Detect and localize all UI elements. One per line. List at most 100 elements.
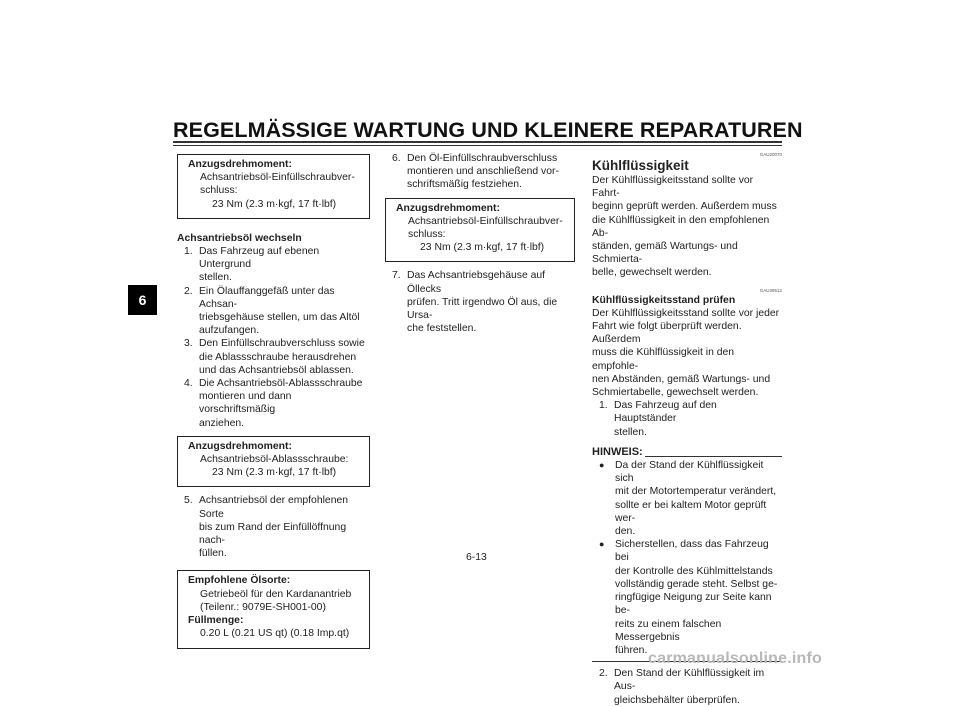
header-rule-top xyxy=(173,141,782,143)
torque-box-fill-screw-2: Anzugsdrehmoment: Achsantriebsöl-Einfüll… xyxy=(385,197,575,263)
step-text: Das Achsantriebsgehäuse auf Öllecks xyxy=(407,270,546,295)
box-text: Achsantriebsöl-Einfüllschraubver- xyxy=(408,215,563,227)
step-text: stellen. xyxy=(199,272,232,284)
step-number: 1. xyxy=(599,400,608,412)
paragraph: Der Kühlflüssigkeitsstand sollte vor Fah… xyxy=(592,174,782,280)
torque-box-fill-screw: Anzugsdrehmoment: Achsantriebsöl-Einfüll… xyxy=(177,154,370,219)
paragraph-line: ständen, gemäß Wartungs- und Schmierta- xyxy=(592,241,738,266)
paragraph-line: belle, gewechselt werden. xyxy=(592,267,712,279)
column-2: 6. Den Öl-Einfüllschraubverschluss monti… xyxy=(385,152,575,335)
box-text: schluss: xyxy=(408,229,446,241)
step-text: Das Fahrzeug auf ebenen Untergrund xyxy=(199,246,320,271)
step-text: triebsgehäuse stellen, um das Altöl xyxy=(199,312,360,324)
step-item: 5. Achsantriebsöl der empfohlenen Sorte … xyxy=(177,494,370,560)
step-text: che feststellen. xyxy=(407,323,477,335)
step-number: 2. xyxy=(184,285,193,297)
step-number: 2. xyxy=(599,668,608,680)
box-text: Getriebeöl für den Kardanantrieb xyxy=(200,588,352,600)
paragraph-line: Fahrt wie folgt überprüft werden. Außerd… xyxy=(592,321,742,346)
step-item: 6. Den Öl-Einfüllschraubverschluss monti… xyxy=(385,152,575,192)
step-text: anziehen. xyxy=(199,417,245,429)
step-item: 2. Den Stand der Kühlflüssigkeit im Aus-… xyxy=(592,667,782,707)
step-item: 7. Das Achsantriebsgehäuse auf Öllecks p… xyxy=(385,269,575,335)
box-text: Achsantriebsöl-Ablassschraube: xyxy=(200,454,349,466)
bullet-text: ringfügige Neigung zur Seite kann be- xyxy=(615,592,772,617)
paragraph-line: Der Kühlflüssigkeitsstand sollte vor jed… xyxy=(592,307,780,319)
box-heading: Anzugsdrehmoment: xyxy=(188,440,292,452)
paragraph: Der Kühlflüssigkeitsstand sollte vor jed… xyxy=(592,307,782,399)
column-3: GAU20070 Kühlflüssigkeit Der Kühlflüssig… xyxy=(592,152,782,707)
fill-quantity-value: 0.20 L (0.21 US qt) (0.18 Imp.qt) xyxy=(200,628,350,640)
step-text: montieren und anschließend vor- xyxy=(407,166,559,178)
step-text: gleichsbehälter überprüfen. xyxy=(614,694,740,706)
box-heading: Anzugsdrehmoment: xyxy=(396,202,500,214)
bullet-icon: ● xyxy=(599,460,605,471)
paragraph-line: nen Abständen, gemäß Wartungs- und xyxy=(592,373,771,385)
step-number: 1. xyxy=(184,246,193,258)
chapter-tab: 6 xyxy=(128,285,157,315)
torque-value: 23 Nm (2.3 m·kgf, 17 ft·lbf) xyxy=(212,467,337,479)
paragraph-line: muss die Kühlflüssigkeit in den empfohle… xyxy=(592,347,735,372)
header-rule-bottom xyxy=(173,145,782,146)
bullet-text: führen. xyxy=(615,644,648,656)
step-item: 1. Das Fahrzeug auf den Hauptständer ste… xyxy=(592,399,782,439)
oil-spec-box: Empfohlene Ölsorte: Getriebeöl für den K… xyxy=(177,570,370,649)
watermark: carmanualsonline.info xyxy=(648,650,823,667)
step-number: 3. xyxy=(184,338,193,350)
step-number: 4. xyxy=(184,378,193,390)
bullet-text: mit der Motortemperatur verändert, xyxy=(615,486,777,498)
bullet-text: Da der Stand der Kühlflüssigkeit sich xyxy=(615,460,764,485)
step-text: und das Achsantriebsöl ablassen. xyxy=(199,364,354,376)
box-heading: Füllmenge: xyxy=(188,615,244,627)
note-rule xyxy=(644,456,782,458)
step-number: 7. xyxy=(392,270,401,282)
torque-box-drain-screw: Anzugsdrehmoment: Achsantriebsöl-Ablasss… xyxy=(177,435,370,488)
step-text: Den Stand der Kühlflüssigkeit im Aus- xyxy=(614,668,765,693)
bullet-text: vollständig gerade steht. Selbst ge- xyxy=(615,578,778,590)
section-heading: Achsantriebsöl wechseln xyxy=(177,232,302,244)
bullet-text: sollte er bei kaltem Motor geprüft wer- xyxy=(615,499,767,524)
reference-code: GAU39512 xyxy=(759,287,782,293)
note-heading: HINWEIS: xyxy=(592,446,782,459)
section-heading: Kühlflüssigkeit xyxy=(592,158,689,173)
step-number: 6. xyxy=(392,153,401,164)
note-label: HINWEIS: xyxy=(592,445,643,458)
step-text: füllen. xyxy=(199,548,227,560)
step-text: schriftsmäßig festziehen. xyxy=(407,179,522,191)
reference-code: GAU20070 xyxy=(759,152,782,157)
box-text: schluss: xyxy=(200,185,238,197)
note-end-rule xyxy=(592,661,782,663)
paragraph-line: Schmiertabelle, gewechselt werden. xyxy=(592,387,759,399)
step-text: Den Einfüllschraubverschluss sowie xyxy=(199,338,365,350)
step-item: 2.Ein Ölauffanggefäß unter das Achsan-tr… xyxy=(177,285,370,338)
step-text: prüfen. Tritt irgendwo Öl aus, die Ursa- xyxy=(407,296,558,322)
page-title: REGELMÄSSIGE WARTUNG UND KLEINERE REPARA… xyxy=(173,118,803,142)
page-number: 6-13 xyxy=(466,552,487,563)
step-text: Das Fahrzeug auf den Hauptständer xyxy=(614,400,717,425)
step-number: 5. xyxy=(184,495,193,507)
column-1: Anzugsdrehmoment: Achsantriebsöl-Einfüll… xyxy=(177,154,370,649)
step-text: Achsantriebsöl der empfohlenen Sorte xyxy=(199,495,349,520)
bullet-text: der Kontrolle des Kühlmittelstands xyxy=(615,565,773,577)
step-text: die Ablassschraube herausdrehen xyxy=(199,351,357,363)
paragraph-line: die Kühlflüssigkeit in den empfohlenen A… xyxy=(592,214,770,239)
bullet-icon: ● xyxy=(599,539,605,550)
bullet-text: Sicherstellen, dass das Fahrzeug bei xyxy=(615,539,769,564)
bullet-text: den. xyxy=(615,526,636,538)
paragraph-line: beginn geprüft werden. Außerdem muss xyxy=(592,201,777,213)
step-text: aufzufangen. xyxy=(199,325,260,337)
step-text: stellen. xyxy=(614,426,647,438)
subsection-heading: Kühlflüssigkeitsstand prüfen xyxy=(592,294,736,306)
step-text: Die Achsantriebsöl-Ablassschraube xyxy=(199,378,363,390)
box-text: Achsantriebsöl-Einfüllschraubver- xyxy=(200,172,355,184)
box-text: (Teilenr.: 9079E-SH001-00) xyxy=(200,601,326,613)
step-text: montieren und dann vorschriftsmäßig xyxy=(199,391,292,416)
step-text: bis zum Rand der Einfüllöffnung nach- xyxy=(199,521,347,547)
box-heading: Empfohlene Ölsorte: xyxy=(188,575,291,587)
